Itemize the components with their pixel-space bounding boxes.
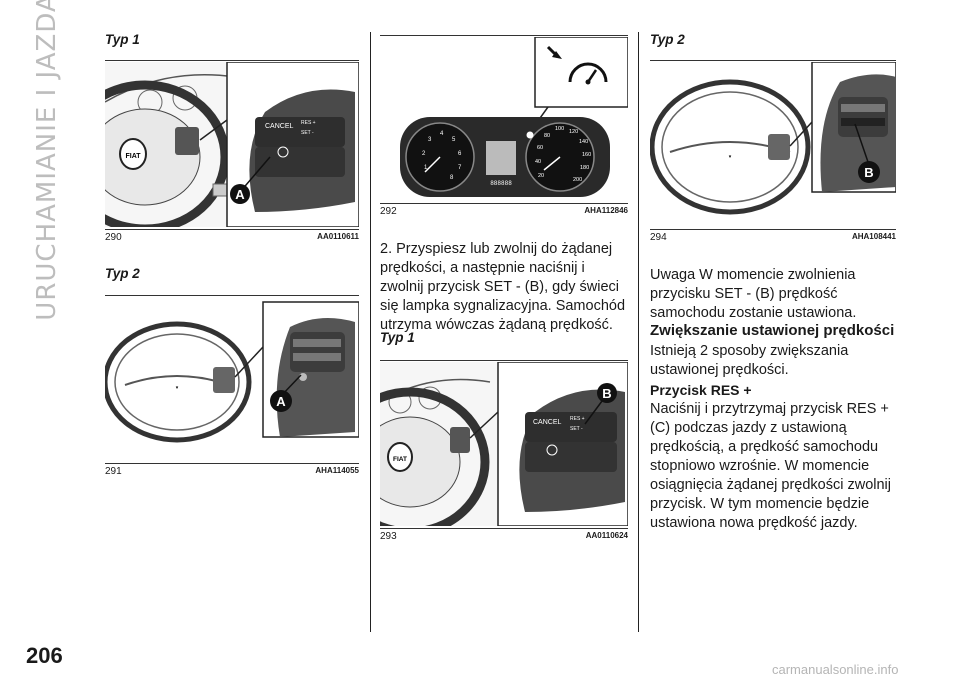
figure-294: ▾ B xyxy=(650,62,896,227)
tach-tick: 7 xyxy=(458,165,462,171)
figure-code: AA0110611 xyxy=(317,232,359,241)
tach-tick: 4 xyxy=(440,131,444,137)
speed-tick: 40 xyxy=(535,159,541,165)
figure-code: AHA108441 xyxy=(851,232,896,241)
type-label: Typ 2 xyxy=(105,266,140,281)
figure-top-rule xyxy=(105,60,359,61)
tach-tick: 5 xyxy=(452,137,456,143)
figure-code: AA0110624 xyxy=(585,531,628,540)
speed-tick: 200 xyxy=(573,177,582,183)
type-label: Typ 1 xyxy=(380,330,415,345)
svg-text:▾: ▾ xyxy=(176,385,179,391)
section-title: URUCHAMIANIE I JAZDA xyxy=(32,0,62,321)
figure-290: FIAT CANCEL RES + SET - A xyxy=(105,62,359,227)
figure-top-rule xyxy=(650,60,896,61)
tachometer-ticks: 2 3 4 5 6 1 7 8 xyxy=(422,131,462,181)
figure-number: 293 xyxy=(380,531,397,542)
paragraph: Naciśnij i przytrzymaj przycisk RES + (C… xyxy=(650,401,891,531)
figure-bottom-rule xyxy=(105,229,359,230)
figure-number: 294 xyxy=(650,232,667,243)
tach-tick: 2 xyxy=(422,151,426,157)
subheading: Przycisk RES + xyxy=(650,382,752,398)
speed-tick: 140 xyxy=(579,139,588,145)
section-title-vertical: URUCHAMIANIE I JAZDA xyxy=(22,0,72,321)
column-divider-1 xyxy=(370,32,371,632)
paragraph: Istnieją 2 sposoby zwiększania ustawione… xyxy=(650,343,849,378)
figure-number: 292 xyxy=(380,206,397,217)
set-label: SET - xyxy=(570,426,583,432)
type-label: Typ 2 xyxy=(650,32,685,47)
column-divider-2 xyxy=(638,32,639,632)
figure-bottom-rule xyxy=(650,229,896,230)
speedometer-ticks: 20 40 60 80 100 120 140 160 180 200 xyxy=(535,126,591,183)
figure-top-rule xyxy=(380,35,628,36)
figure-top-rule xyxy=(380,360,628,361)
figure-number: 290 xyxy=(105,232,122,243)
paragraph: Uwaga W momencie zwolnienia przycisku SE… xyxy=(650,267,857,321)
svg-text:▾: ▾ xyxy=(729,154,732,160)
speed-tick: 180 xyxy=(580,165,589,171)
figure-top-rule xyxy=(105,295,359,296)
cancel-label: CANCEL xyxy=(265,123,294,130)
tach-tick: 1 xyxy=(424,165,428,171)
speed-tick: 160 xyxy=(582,152,591,158)
speed-tick: 100 xyxy=(555,126,564,132)
page-number: 206 xyxy=(26,643,63,668)
res-label: RES + xyxy=(570,416,585,422)
cancel-label: CANCEL xyxy=(533,419,562,426)
callout-b: B xyxy=(602,386,611,401)
speed-tick: 60 xyxy=(537,145,543,151)
section-heading: Zwiększanie ustawionej prędkości xyxy=(650,322,895,339)
figure-bottom-rule xyxy=(380,203,628,204)
figure-number: 291 xyxy=(105,466,122,477)
figure-bottom-rule xyxy=(105,463,359,464)
type-label: Typ 1 xyxy=(105,32,140,47)
figure-code: AHA114055 xyxy=(315,466,359,475)
speed-tick: 120 xyxy=(569,129,578,135)
odometer: 888888 xyxy=(490,180,512,187)
set-label: SET - xyxy=(301,130,314,136)
res-label: RES + xyxy=(301,120,316,126)
tach-tick: 6 xyxy=(458,151,462,157)
figure-bottom-rule xyxy=(380,528,628,529)
figure-code: AHA112846 xyxy=(584,206,628,215)
svg-text:FIAT: FIAT xyxy=(393,456,407,463)
speed-tick: 20 xyxy=(538,173,544,179)
figure-292: 2 3 4 5 6 1 7 8 20 40 60 80 100 120 140 … xyxy=(380,37,628,201)
svg-text:FIAT: FIAT xyxy=(125,153,141,160)
figure-291: ▾ A xyxy=(105,297,359,461)
watermark: carmanualsonline.info xyxy=(772,662,899,677)
speed-tick: 80 xyxy=(544,133,550,139)
paragraph: 2. Przyspiesz lub zwolnij do żądanej prę… xyxy=(380,241,626,333)
tach-tick: 3 xyxy=(428,137,432,143)
figure-293: FIAT CANCEL RES + SET - B xyxy=(380,362,628,526)
callout-b: B xyxy=(864,165,873,180)
callout-a: A xyxy=(235,187,245,202)
callout-a: A xyxy=(276,394,286,409)
tach-tick: 8 xyxy=(450,175,454,181)
